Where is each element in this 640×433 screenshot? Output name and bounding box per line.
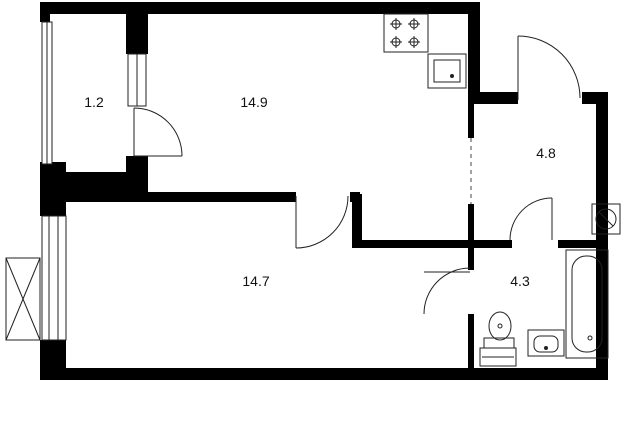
interior-walls xyxy=(60,2,608,380)
windows xyxy=(5,21,147,341)
stove-icon xyxy=(383,13,429,53)
kitchen-sink-icon xyxy=(427,53,467,89)
doors xyxy=(133,35,581,315)
bathtub-icon xyxy=(565,249,609,359)
washbasin-icon xyxy=(527,329,565,357)
washing-machine-icon xyxy=(479,347,517,367)
boiler-icon xyxy=(591,203,621,235)
toilet-icon xyxy=(483,311,515,349)
room-area-hall: 4.8 xyxy=(536,145,556,161)
outer-walls xyxy=(40,2,608,380)
room-area-balcony: 1.2 xyxy=(84,94,104,110)
room-area-bedroom: 14.7 xyxy=(242,273,269,289)
room-area-kitchen-living: 14.9 xyxy=(240,94,267,110)
room-area-bathroom: 4.3 xyxy=(510,273,530,289)
